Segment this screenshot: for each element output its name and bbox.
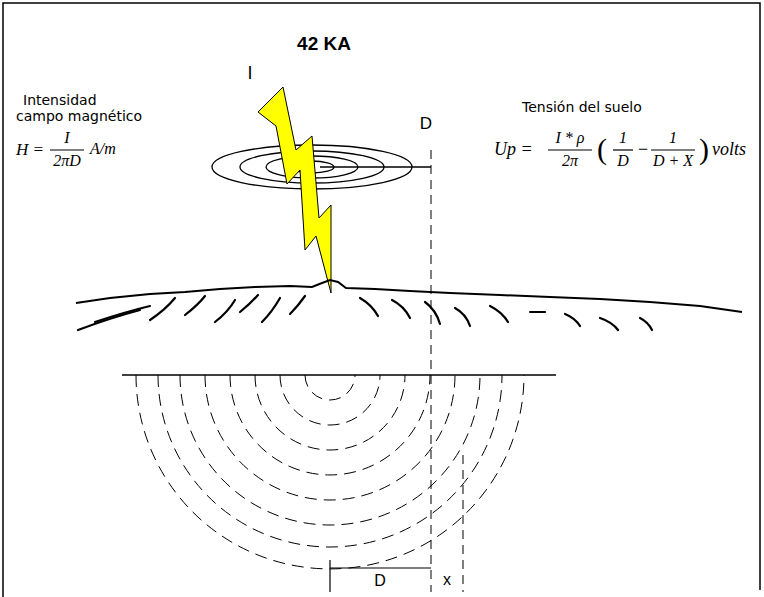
- hatch-stroke: [600, 318, 618, 330]
- hatch-stroke: [215, 300, 235, 322]
- hatch-stroke: [425, 302, 440, 324]
- mountain-outline: [76, 280, 742, 312]
- distance-label: D: [372, 572, 388, 590]
- current-heading: 42 KA: [297, 33, 351, 55]
- formula-unit: volts: [712, 139, 746, 160]
- fraction-bar: [50, 149, 84, 150]
- hatch-stroke: [290, 296, 305, 314]
- hatch-stroke: [240, 295, 258, 312]
- hatch-stroke: [490, 306, 508, 322]
- formula-bracket: ): [699, 132, 709, 167]
- formula-bracket: (: [597, 132, 607, 167]
- dashed-guide: [431, 150, 432, 592]
- dimension-tick: [329, 560, 330, 592]
- fraction-bar: [651, 149, 695, 150]
- potential-arc: [230, 375, 430, 475]
- mountain-hatching: [78, 295, 652, 330]
- hatch-stroke: [262, 298, 280, 322]
- formula-numerator: 1: [619, 129, 627, 147]
- hatch-stroke: [78, 310, 140, 330]
- hatch-stroke: [185, 296, 205, 315]
- distance-label: x: [441, 571, 453, 589]
- distance-line: [320, 166, 431, 167]
- distance-label: D: [420, 114, 432, 134]
- lightning-bolt: [258, 87, 331, 293]
- field-caption: Intensidad campo magnético: [16, 92, 145, 124]
- dimension-line: [330, 567, 431, 568]
- formula-numerator: I * ρ: [555, 129, 584, 147]
- formula-denominator: 2πD: [53, 152, 81, 170]
- hatch-stroke: [565, 314, 580, 326]
- hatch-stroke: [530, 311, 545, 313]
- dimension-lines: [330, 560, 431, 592]
- potential-arc: [205, 375, 455, 500]
- hatch-stroke: [95, 306, 150, 322]
- formula-text: H =: [16, 140, 44, 160]
- formula-operator: −: [638, 139, 648, 160]
- potential-arc: [280, 375, 380, 425]
- hatch-stroke: [455, 308, 470, 326]
- dashed-guide: [463, 455, 464, 592]
- potential-arc: [158, 375, 502, 547]
- current-symbol: I: [247, 63, 252, 84]
- fraction-bar: [613, 149, 633, 150]
- fraction-bar: [548, 149, 592, 150]
- formula-denominator: D: [617, 152, 629, 170]
- potential-arc: [180, 375, 480, 525]
- formula-denominator: 2π: [562, 152, 578, 170]
- hatch-stroke: [392, 300, 410, 318]
- formula-denominator: D + X: [653, 152, 693, 170]
- frame-border: [3, 3, 760, 597]
- formula-numerator: 1: [669, 129, 677, 147]
- formula-numerator: I: [64, 129, 69, 147]
- formula-unit: A/m: [90, 140, 116, 158]
- potential-arc: [305, 375, 355, 400]
- formula-text: Up =: [494, 139, 533, 160]
- ground-potential-arcs: [136, 375, 524, 569]
- ground-surface: [122, 374, 556, 375]
- hatch-stroke: [640, 318, 652, 330]
- potential-arc: [136, 375, 524, 569]
- hatch-stroke: [360, 298, 378, 316]
- hatch-stroke: [150, 298, 175, 320]
- potential-arc: [255, 375, 405, 450]
- voltage-caption: Tensión del suelo: [522, 99, 642, 115]
